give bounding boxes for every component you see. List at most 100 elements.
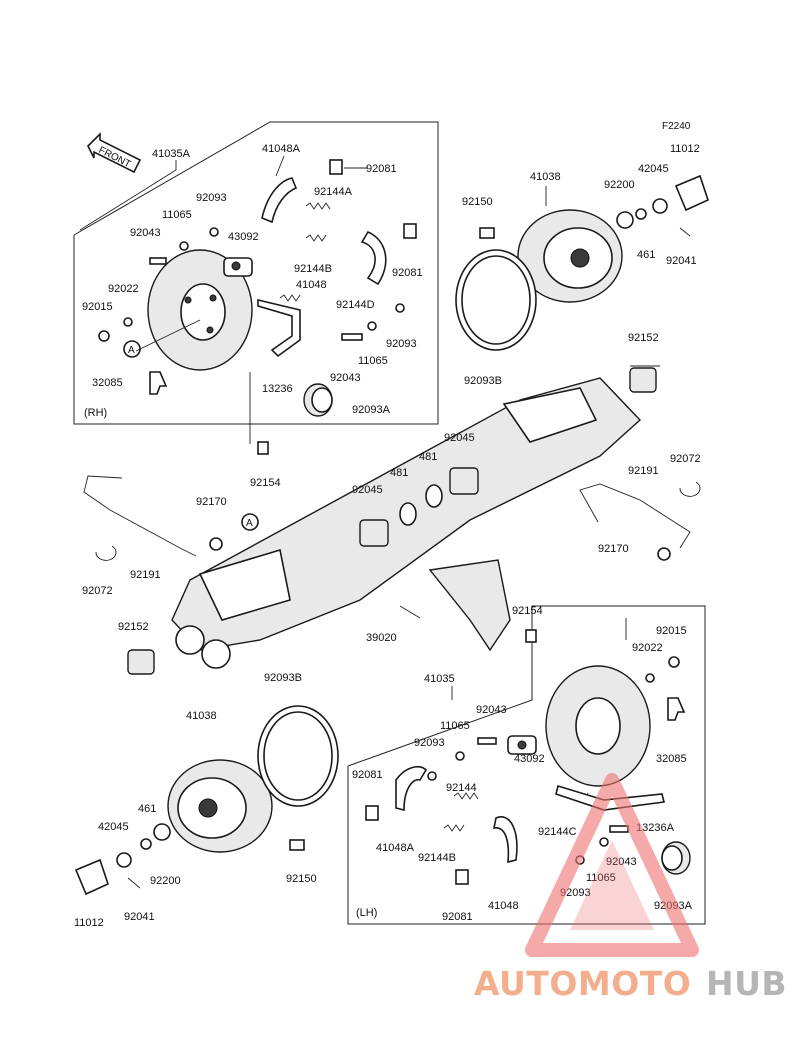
label-92170-left: 92170 xyxy=(196,496,227,508)
label-92191-right: 92191 xyxy=(628,465,659,477)
lh-backing-plate xyxy=(545,665,651,787)
label-11012-top: 11012 xyxy=(670,143,700,155)
label-92093B-bottom: 92093B xyxy=(264,672,302,684)
top-nut-42045 xyxy=(652,198,668,214)
clamp-92170-right xyxy=(657,547,671,561)
bolt-92154-bottom xyxy=(525,629,537,643)
lh-washer-11065-b xyxy=(599,837,609,847)
rh-clip-32085 xyxy=(149,371,168,395)
label-41048-top: 41048 xyxy=(296,279,327,291)
rh-wheel-cylinder xyxy=(223,257,253,277)
label-92015-bottom: 92015 xyxy=(656,625,687,637)
label-92144: 92144 xyxy=(446,782,477,794)
label-11065-top2: 11065 xyxy=(358,355,388,367)
watermark-triangle xyxy=(525,773,699,957)
bolt-92154-top xyxy=(257,441,269,455)
label-11065-b: 11065 xyxy=(440,720,470,732)
watermark-text-hub: HUB xyxy=(706,964,787,1003)
bottom-bolt-92150 xyxy=(289,839,305,851)
label-11065-top: 11065 xyxy=(162,209,192,221)
label-92022-top: 92022 xyxy=(108,283,139,295)
front-arrow: FRONT xyxy=(87,132,142,174)
top-washer-92200 xyxy=(616,211,634,229)
lh-label: (LH) xyxy=(356,907,377,919)
clip-92072-left xyxy=(95,545,117,561)
label-92072-left: 92072 xyxy=(82,585,113,597)
bushing-92152-right xyxy=(629,367,657,393)
label-11012-b: 11012 xyxy=(74,917,104,929)
lh-box-outline xyxy=(347,605,706,925)
label-92022-bottom: 92022 xyxy=(632,642,663,654)
label-92043-b: 92043 xyxy=(476,704,507,716)
label-92144D: 92144D xyxy=(336,299,375,311)
rh-seal-92093A xyxy=(303,383,333,417)
label-42045-b: 42045 xyxy=(98,821,129,833)
rh-washer-11065-b xyxy=(367,321,377,331)
label-13236: 13236 xyxy=(262,383,293,395)
diagram-code: F2240 xyxy=(662,121,691,132)
ref-marker-a-mid: A xyxy=(241,513,259,531)
label-92043-b2: 92043 xyxy=(606,856,637,868)
top-pin-92041 xyxy=(679,227,691,237)
label-32085-top: 32085 xyxy=(92,377,123,389)
rh-brake-shoe-41048 xyxy=(360,230,387,286)
watermark: AUTOMOTO HUB xyxy=(474,773,787,1003)
rh-washer-92093-b xyxy=(395,303,405,313)
bottom-oring-92093B xyxy=(257,705,339,807)
bottom-pin-92041 xyxy=(127,877,141,889)
label-461-b: 461 xyxy=(138,803,156,815)
svg-text:A: A xyxy=(246,518,253,529)
label-92041-top: 92041 xyxy=(666,255,697,267)
top-bolt-92150 xyxy=(479,227,495,239)
label-92191-left: 92191 xyxy=(130,569,161,581)
clamp-92170-left xyxy=(209,537,223,551)
label-92093-top: 92093 xyxy=(196,192,227,204)
lh-nut-92015 xyxy=(668,656,680,668)
rh-backing-plate xyxy=(147,249,253,371)
label-92043-top2: 92043 xyxy=(330,372,361,384)
label-92093B-top: 92093B xyxy=(464,375,502,387)
lh-brake-shoe-41048A xyxy=(395,766,428,812)
label-461-top: 461 xyxy=(637,249,655,261)
label-13236A: 13236A xyxy=(636,822,675,834)
rh-washer-92022 xyxy=(123,317,133,327)
watermark-text-automoto: AUTOMOTO xyxy=(474,964,691,1003)
lh-clip-32085 xyxy=(667,697,686,721)
label-92041-b: 92041 xyxy=(124,911,155,923)
label-92144B-top: 92144B xyxy=(294,263,332,275)
bottom-ring-461 xyxy=(140,838,152,850)
label-92170-right: 92170 xyxy=(598,543,629,555)
lh-seal-92093A xyxy=(661,841,691,875)
label-11065-b2: 11065 xyxy=(586,872,616,884)
label-41038-top: 41038 xyxy=(530,171,561,183)
lh-washer-11065 xyxy=(455,751,465,761)
label-41035: 41035 xyxy=(424,673,455,685)
rh-brake-shoe-41048A xyxy=(261,177,298,224)
label-92200-top: 92200 xyxy=(604,179,635,191)
label-92081-top2: 92081 xyxy=(392,267,423,279)
rh-box-outline xyxy=(73,121,439,425)
label-43092-b: 43092 xyxy=(514,753,545,765)
bearing-92045-a xyxy=(449,467,479,495)
label-481-b: 481 xyxy=(390,467,408,479)
label-92081-b1: 92081 xyxy=(352,769,383,781)
label-43092-top: 43092 xyxy=(228,231,259,243)
label-92081-b2: 92081 xyxy=(442,911,473,923)
lh-pin-92043 xyxy=(477,737,497,745)
label-32085-bottom: 32085 xyxy=(656,753,687,765)
top-brake-drum-41038 xyxy=(517,209,623,303)
label-92152-top: 92152 xyxy=(628,332,659,344)
label-92045-a: 92045 xyxy=(444,432,475,444)
hose-92191-right xyxy=(579,483,691,549)
rh-clip-92081-a xyxy=(329,159,343,175)
top-cap-11012 xyxy=(674,174,709,212)
label-92150-top: 92150 xyxy=(462,196,493,208)
label-92152-left: 92152 xyxy=(118,621,149,633)
rh-spring-92144D xyxy=(279,294,301,302)
rh-spring-92144B xyxy=(305,234,327,242)
svg-text:A: A xyxy=(128,345,135,356)
top-ring-461 xyxy=(635,208,647,220)
label-92200-b: 92200 xyxy=(150,875,181,887)
lh-washer-92093 xyxy=(427,771,437,781)
